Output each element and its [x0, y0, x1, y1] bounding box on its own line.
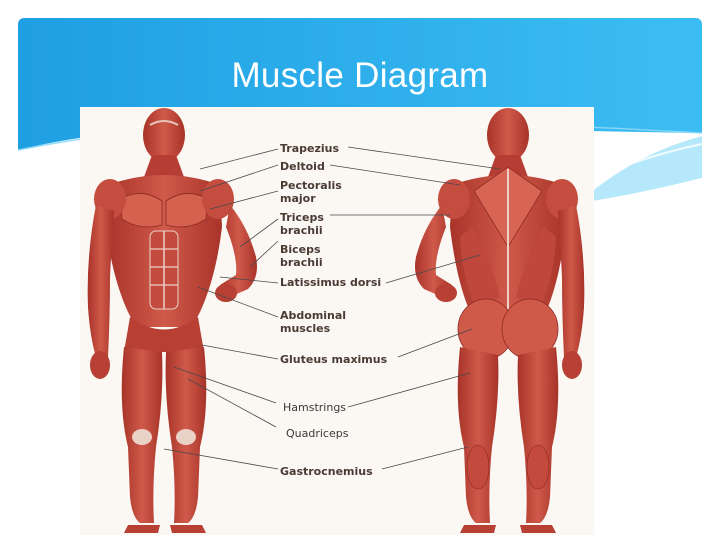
label-gluteus-maximus: Gluteus maximus	[280, 353, 388, 366]
label-triceps-brachii-line1: Triceps	[280, 211, 324, 224]
label-triceps-brachii-line2: brachii	[280, 224, 323, 237]
muscle-diagram-svg: Trapezius Deltoid Pectoralis major Trice…	[87, 108, 585, 533]
leader-lines	[163, 146, 501, 470]
back-figure	[415, 108, 585, 533]
label-deltoid: Deltoid	[280, 160, 325, 173]
slide-title: Muscle Diagram	[231, 56, 489, 95]
label-abdominal-muscles-line2: muscles	[280, 322, 331, 335]
label-pectoralis-major-line1: Pectoralis	[280, 179, 342, 192]
front-figure	[87, 108, 257, 533]
label-trapezius: Trapezius	[280, 142, 339, 155]
label-quadriceps: Quadriceps	[286, 427, 349, 440]
label-biceps-brachii-line2: brachii	[280, 256, 323, 269]
muscle-diagram-figure: Trapezius Deltoid Pectoralis major Trice…	[80, 107, 594, 535]
muscle-labels: Trapezius Deltoid Pectoralis major Trice…	[280, 142, 388, 478]
label-biceps-brachii-line1: Biceps	[280, 243, 321, 256]
label-latissimus-dorsi: Latissimus dorsi	[280, 276, 381, 289]
label-pectoralis-major-line2: major	[280, 192, 316, 205]
label-gastrocnemius: Gastrocnemius	[280, 465, 373, 478]
label-hamstrings: Hamstrings	[283, 401, 346, 414]
label-abdominal-muscles-line1: Abdominal	[280, 309, 346, 322]
